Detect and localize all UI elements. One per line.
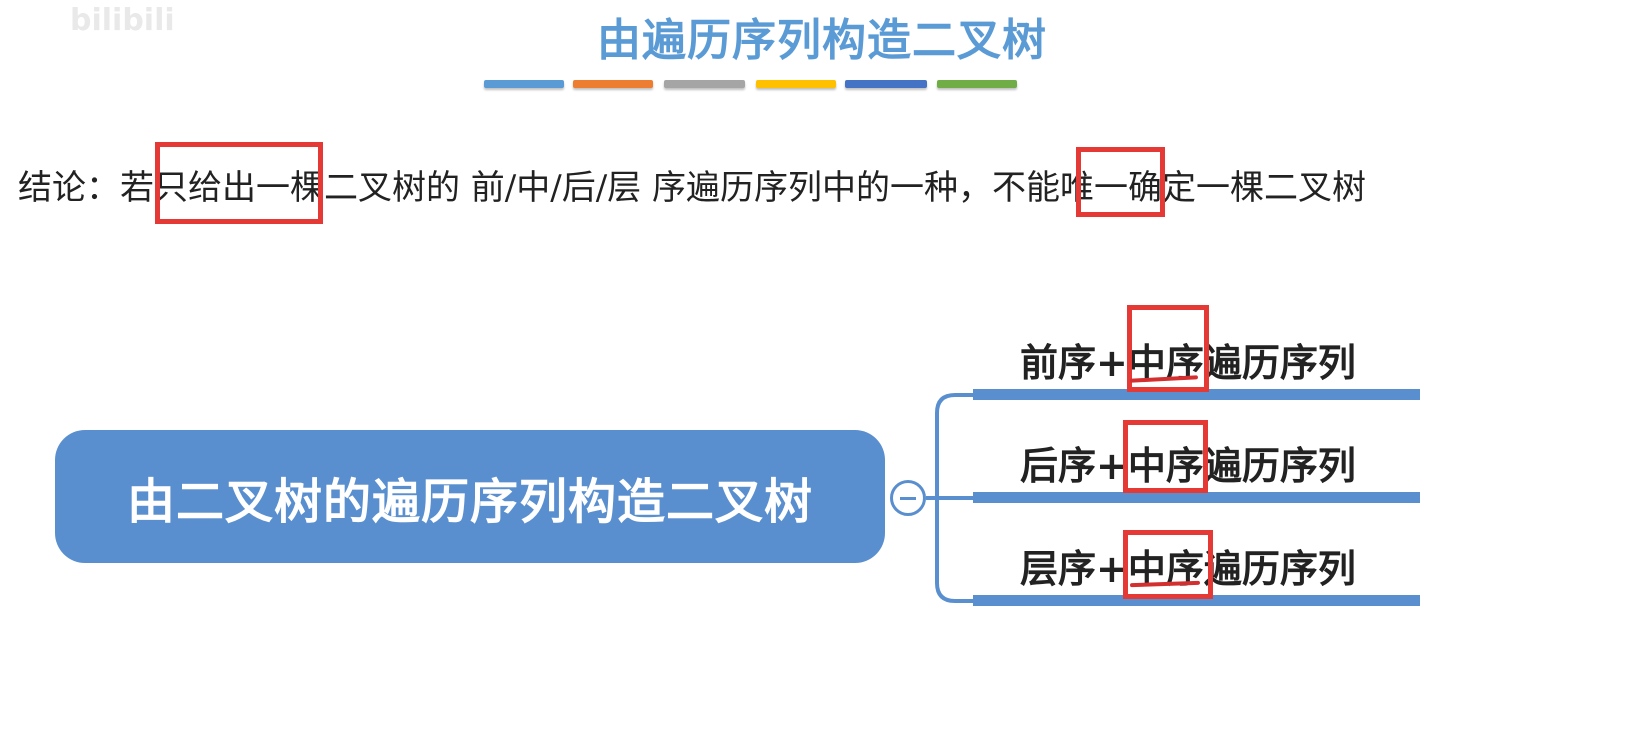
- branch-suffix: 遍历序列: [1203, 341, 1356, 385]
- color-segment-2: [573, 80, 653, 88]
- conclusion-suffix: 唯一确定一棵二叉树: [1059, 168, 1366, 208]
- branch-prefix: 前序+: [1020, 341, 1128, 385]
- mindmap-root-node[interactable]: 由二叉树的遍历序列构造二叉树: [55, 430, 885, 563]
- conclusion-middle: 棵二叉树的 前/中/后/层 序遍历序列中的一种，: [290, 168, 992, 208]
- color-segment-3: [664, 80, 745, 88]
- branch-key: 中序: [1127, 444, 1204, 488]
- branch-prefix: 后序+: [1020, 444, 1128, 488]
- color-segment-1: [484, 80, 564, 88]
- mindmap-branch-postorder[interactable]: 后序+中序遍历序列: [1020, 435, 1356, 490]
- color-segment-4: [756, 80, 836, 88]
- conclusion-text: 结论：若只给出一棵二叉树的 前/中/后/层 序遍历序列中的一种，不能唯一确定一棵…: [18, 160, 1366, 209]
- red-highlight-box-only-one: [155, 142, 323, 224]
- bilibili-watermark: bilibili: [0, 0, 200, 40]
- conclusion-highlight-only-one: 只给出一: [154, 168, 290, 208]
- page-title: 由遍历序列构造二叉树: [597, 15, 1047, 66]
- red-highlight-box-inorder-2: [1123, 420, 1208, 493]
- red-highlight-box-cannot: [1076, 147, 1165, 217]
- branch-suffix: 遍历序列: [1203, 547, 1356, 591]
- mindmap-root-label: 由二叉树的遍历序列构造二叉树: [126, 473, 813, 530]
- mindmap-branch-levelorder[interactable]: 层序+中序遍历序列: [1020, 538, 1356, 593]
- branch-underline-preorder: [973, 389, 1420, 400]
- branch-prefix: 层序+: [1020, 547, 1128, 591]
- conclusion-highlight-cannot: 不能: [991, 168, 1060, 208]
- color-segment-5: [845, 80, 927, 88]
- watermark-text: bilibili: [70, 3, 175, 38]
- color-segment-6: [937, 80, 1017, 88]
- branch-suffix: 遍历序列: [1203, 444, 1356, 488]
- collapse-toggle-icon[interactable]: [890, 480, 926, 516]
- red-highlight-box-inorder-3: [1123, 530, 1213, 599]
- branch-underline-levelorder: [973, 595, 1420, 606]
- red-highlight-box-inorder-1: [1127, 305, 1209, 392]
- branch-underline-postorder: [973, 492, 1420, 503]
- conclusion-prefix: 结论：若: [18, 168, 154, 208]
